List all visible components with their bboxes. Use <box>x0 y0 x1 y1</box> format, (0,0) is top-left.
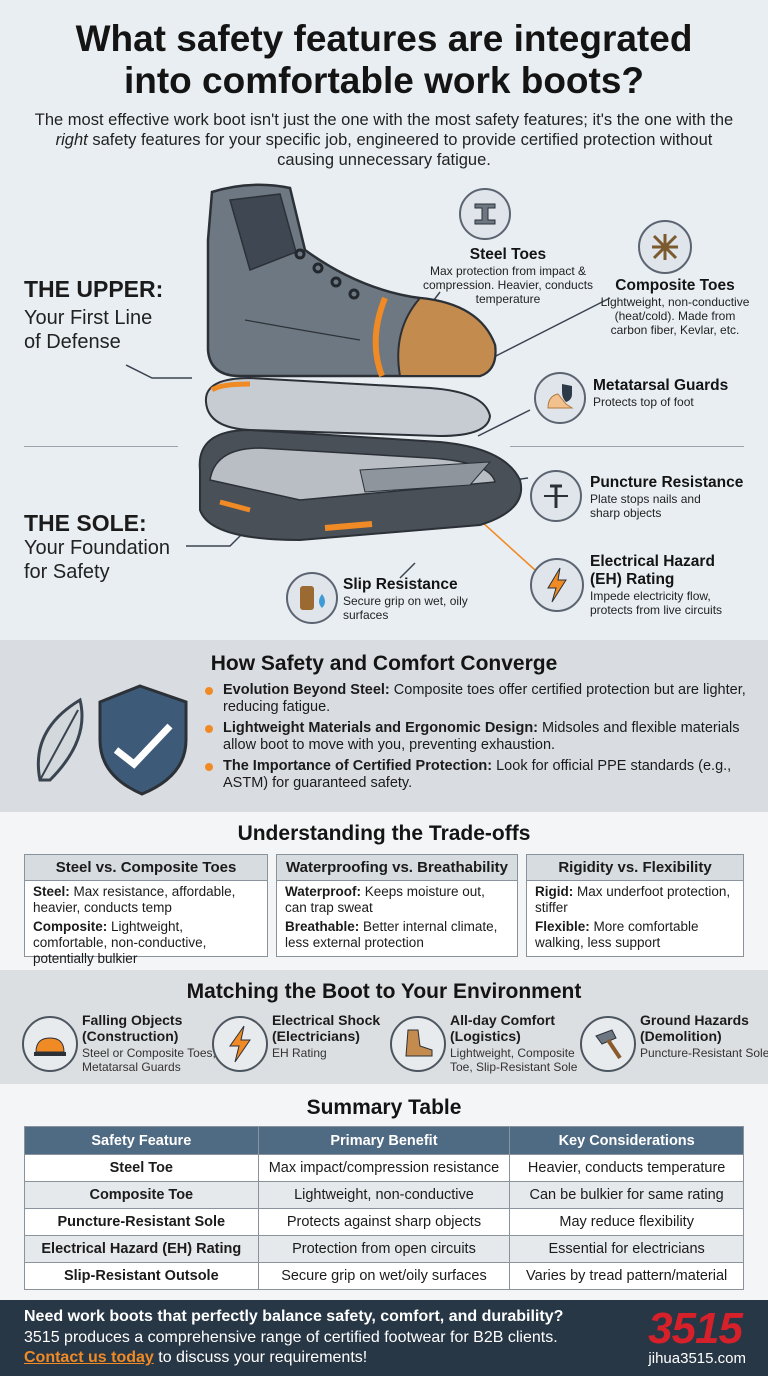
sole-title: THE SOLE: <box>24 510 147 536</box>
carbon-weave-icon <box>638 220 692 274</box>
summary-table: Safety Feature Primary Benefit Key Consi… <box>24 1126 744 1290</box>
lightning-icon <box>530 558 584 612</box>
table-row: Slip-Resistant Outsole Secure grip on we… <box>24 1262 744 1290</box>
feature-slip-resistance: Slip Resistance Secure grip on wet, oily… <box>343 576 468 622</box>
tradeoffs-section: Understanding the Trade-offs Steel vs. C… <box>0 812 768 970</box>
tradeoff-box-waterproof: Waterproofing vs. Breathability Waterpro… <box>276 854 518 957</box>
footer-cta-line: Contact us today to discuss your require… <box>24 1349 368 1366</box>
column-header: Primary Benefit <box>257 1126 511 1155</box>
page-title: What safety features are integrated into… <box>75 18 693 101</box>
footer-headline: Need work boots that perfectly balance s… <box>24 1308 564 1325</box>
bullet-evolution: Evolution Beyond Steel: Composite toes o… <box>205 682 750 716</box>
footer-text: 3515 produces a comprehensive range of c… <box>24 1329 558 1346</box>
tradeoffs-title: Understanding the Trade-offs <box>237 822 531 845</box>
website-link[interactable]: jihua3515.com <box>648 1350 746 1367</box>
column-header: Safety Feature <box>24 1126 259 1155</box>
tradeoff-heading: Waterproofing vs. Breathability <box>277 855 517 881</box>
tradeoff-heading: Rigidity vs. Flexibility <box>527 855 743 881</box>
converge-title: How Safety and Comfort Converge <box>210 652 558 675</box>
contact-us-link[interactable]: Contact us today <box>24 1349 154 1366</box>
summary-title: Summary Table <box>306 1096 462 1119</box>
table-row: Electrical Hazard (EH) Rating Protection… <box>24 1235 744 1263</box>
upper-title: THE UPPER: <box>24 276 164 302</box>
feature-composite-toes: Composite Toes Lightweight, non-conducti… <box>600 277 750 337</box>
brand-logo: 3515 <box>648 1304 743 1353</box>
summary-section: Summary Table Safety Feature Primary Ben… <box>0 1084 768 1300</box>
foot-shield-icon <box>534 372 586 424</box>
lightning-bolt-icon <box>212 1016 268 1072</box>
environment-section: Matching the Boot to Your Environment Fa… <box>0 970 768 1084</box>
table-row: Puncture-Resistant Sole Protects against… <box>24 1208 744 1236</box>
boot-diagram: THE UPPER: Your First Line of Defense TH… <box>0 180 768 640</box>
bullet-lightweight: Lightweight Materials and Ergonomic Desi… <box>205 720 750 754</box>
bullet-certified: The Importance of Certified Protection: … <box>205 758 750 792</box>
hardhat-tools-icon <box>22 1016 78 1072</box>
feather-shield-icon <box>36 684 188 796</box>
env-falling-objects: Falling Objects (Construction) Steel or … <box>22 1012 216 1074</box>
env-ground-hazards: Ground Hazards (Demolition) Puncture-Res… <box>580 1012 768 1074</box>
upper-subtitle: Your First Line of Defense <box>24 307 153 353</box>
sole-subtitle: Your Foundation for Safety <box>24 537 171 583</box>
tradeoff-box-toes: Steel vs. Composite Toes Steel: Max resi… <box>24 854 268 966</box>
tradeoff-box-rigidity: Rigidity vs. Flexibility Rigid: Max unde… <box>526 854 744 957</box>
feature-puncture-resistance: Puncture Resistance Plate stops nails an… <box>590 474 744 520</box>
footer: Need work boots that perfectly balance s… <box>0 1300 768 1376</box>
tradeoff-heading: Steel vs. Composite Toes <box>25 855 267 881</box>
divider-left <box>24 446 178 447</box>
converge-bullets: Evolution Beyond Steel: Composite toes o… <box>205 682 750 796</box>
feature-eh-rating: Electrical Hazard (EH) Rating Impede ele… <box>590 553 723 617</box>
nail-icon <box>530 470 582 522</box>
converge-section: How Safety and Comfort Converge Evolutio… <box>0 640 768 812</box>
table-row: Steel Toe Max impact/compression resista… <box>24 1154 744 1182</box>
env-electrical-shock: Electrical Shock (Electricians) EH Ratin… <box>212 1012 382 1074</box>
environment-title: Matching the Boot to Your Environment <box>186 980 582 1003</box>
feature-steel-toes: Steel Toes Max protection from impact & … <box>422 246 594 306</box>
boot-illustration <box>125 183 611 579</box>
boot-icon <box>390 1016 446 1072</box>
tread-drop-icon <box>286 572 338 624</box>
feature-metatarsal-guards: Metatarsal Guards Protects top of foot <box>593 377 729 409</box>
env-all-day-comfort: All-day Comfort (Logistics) Lightweight,… <box>390 1012 580 1074</box>
intro-text: The most effective work boot isn't just … <box>34 111 734 169</box>
steel-beam-icon <box>459 188 511 240</box>
divider-right <box>510 446 744 447</box>
table-row: Composite Toe Lightweight, non-conductiv… <box>24 1181 744 1209</box>
hammer-icon <box>580 1016 636 1072</box>
column-header: Key Considerations <box>509 1126 744 1155</box>
